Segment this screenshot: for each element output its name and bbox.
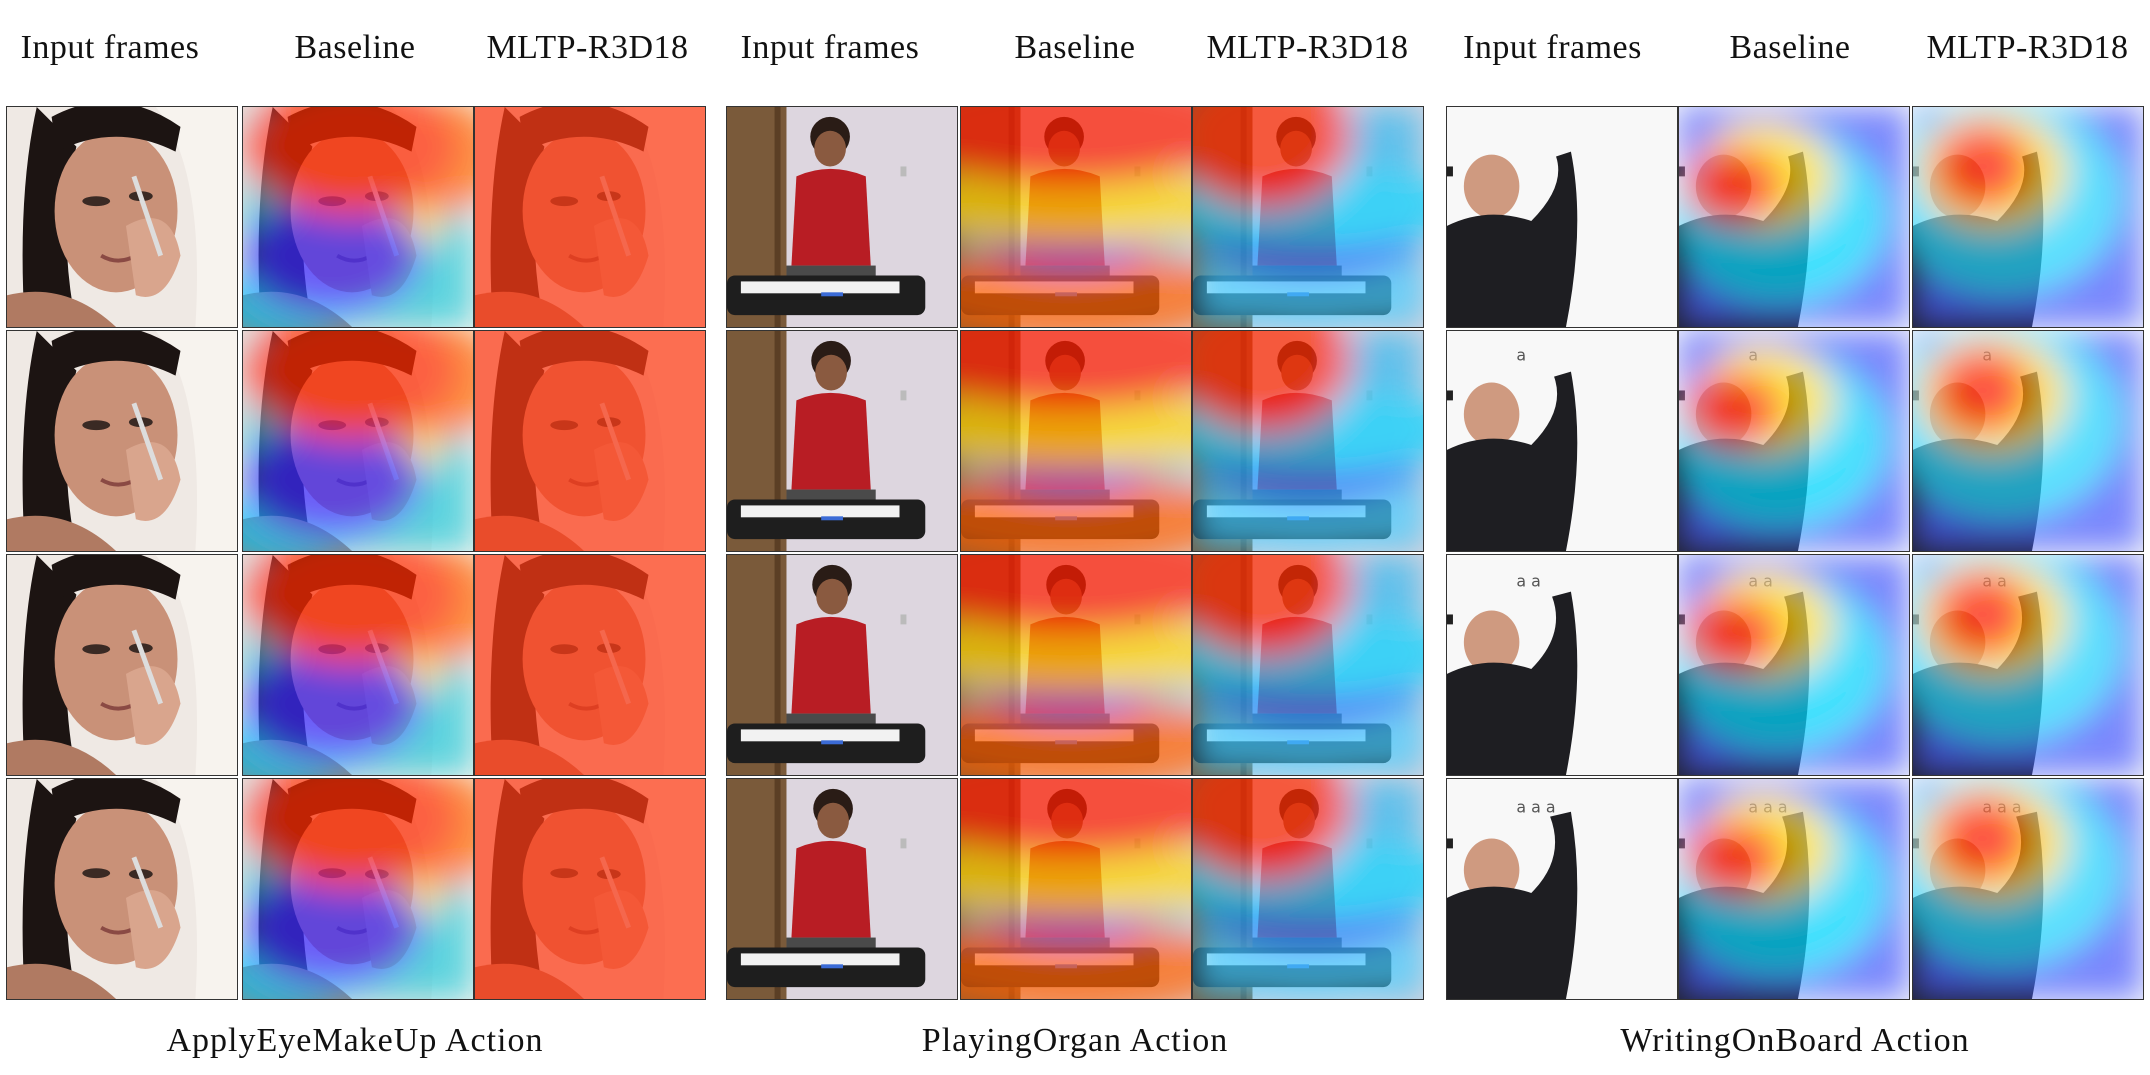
eye-mltp-frame-1 (474, 106, 706, 328)
input-frame-image (727, 107, 957, 327)
input-frame-image (727, 555, 957, 775)
input-frame-image (7, 555, 237, 775)
heatmap-overlay-image (1193, 779, 1423, 999)
input-frame-image (727, 331, 957, 551)
caption-apply-eye-makeup: ApplyEyeMakeUp Action (166, 1022, 544, 1059)
board-mltp-frame-2: a (1912, 330, 2144, 552)
organ-input-frame-1 (726, 106, 958, 328)
heatmap-overlay-image (1193, 107, 1423, 327)
eye-baseline-frame-3 (242, 554, 474, 776)
heatmap-overlay-image (475, 107, 705, 327)
input-frame-image (1447, 107, 1677, 327)
header-input-frames-1: Input frames (20, 29, 200, 66)
caption-writing-on-board: WritingOnBoard Action (1620, 1022, 1970, 1059)
board-mltp-frame-1 (1912, 106, 2144, 328)
input-frame-image (7, 331, 237, 551)
eye-baseline-frame-4 (242, 778, 474, 1000)
heatmap-overlay-image (243, 779, 473, 999)
input-frame-image (727, 779, 957, 999)
header-baseline-1: Baseline (294, 29, 416, 66)
heatmap-overlay-image (961, 779, 1191, 999)
board-input-frame-3: a a (1446, 554, 1678, 776)
organ-input-frame-2 (726, 330, 958, 552)
eye-input-frame-4 (6, 778, 238, 1000)
organ-mltp-frame-2 (1192, 330, 1424, 552)
header-baseline-3: Baseline (1729, 29, 1851, 66)
heatmap-overlay-image (475, 555, 705, 775)
eye-baseline-frame-2 (242, 330, 474, 552)
input-frame-image (7, 779, 237, 999)
input-frame-image: a a (1447, 555, 1677, 775)
organ-mltp-frame-4 (1192, 778, 1424, 1000)
input-frame-image (7, 107, 237, 327)
organ-baseline-frame-1 (960, 106, 1192, 328)
board-baseline-frame-4: a a a (1678, 778, 1910, 1000)
header-baseline-2: Baseline (1014, 29, 1136, 66)
caption-playing-organ: PlayingOrgan Action (921, 1022, 1229, 1059)
organ-baseline-frame-2 (960, 330, 1192, 552)
board-baseline-frame-2: a (1678, 330, 1910, 552)
heatmap-overlay-image: a a (1913, 555, 2143, 775)
board-input-frame-1 (1446, 106, 1678, 328)
heatmap-overlay-image (1193, 331, 1423, 551)
organ-input-frame-3 (726, 554, 958, 776)
board-baseline-frame-3: a a (1678, 554, 1910, 776)
column-headers: Input frames Baseline MLTP-R3D18 Input f… (0, 18, 2150, 78)
svg-text:a a: a a (1516, 572, 1540, 591)
heatmap-overlay-image (961, 555, 1191, 775)
board-mltp-frame-4: a a a (1912, 778, 2144, 1000)
heatmap-overlay-image (243, 107, 473, 327)
heatmap-overlay-image (1193, 555, 1423, 775)
board-input-frame-4: a a a (1446, 778, 1678, 1000)
board-baseline-frame-1 (1678, 106, 1910, 328)
eye-baseline-frame-1 (242, 106, 474, 328)
board-mltp-frame-3: a a (1912, 554, 2144, 776)
organ-baseline-frame-3 (960, 554, 1192, 776)
input-frame-image: a a a (1447, 779, 1677, 999)
heatmap-overlay-image: a (1679, 331, 1909, 551)
svg-text:a: a (1516, 346, 1526, 365)
organ-input-frame-4 (726, 778, 958, 1000)
heatmap-overlay-image (961, 107, 1191, 327)
header-mltp-2: MLTP-R3D18 (1206, 29, 1409, 66)
heatmap-overlay-image: a a (1679, 555, 1909, 775)
eye-mltp-frame-2 (474, 330, 706, 552)
eye-mltp-frame-4 (474, 778, 706, 1000)
heatmap-overlay-image (475, 779, 705, 999)
heatmap-overlay-image: a a a (1679, 779, 1909, 999)
header-input-frames-2: Input frames (740, 29, 920, 66)
heatmap-overlay-image (1679, 107, 1909, 327)
header-mltp-1: MLTP-R3D18 (486, 29, 689, 66)
heatmap-overlay-image: a a a (1913, 779, 2143, 999)
board-input-frame-2: a (1446, 330, 1678, 552)
header-input-frames-3: Input frames (1463, 29, 1642, 66)
heatmap-overlay-image: a (1913, 331, 2143, 551)
svg-text:a a a: a a a (1516, 798, 1555, 817)
heatmap-overlay-image (243, 555, 473, 775)
heatmap-overlay-image (1913, 107, 2143, 327)
organ-mltp-frame-3 (1192, 554, 1424, 776)
eye-input-frame-3 (6, 554, 238, 776)
eye-input-frame-2 (6, 330, 238, 552)
input-frame-image: a (1447, 331, 1677, 551)
heatmap-overlay-image (961, 331, 1191, 551)
eye-mltp-frame-3 (474, 554, 706, 776)
heatmap-overlay-image (475, 331, 705, 551)
header-mltp-3: MLTP-R3D18 (1926, 29, 2129, 66)
organ-baseline-frame-4 (960, 778, 1192, 1000)
heatmap-overlay-image (243, 331, 473, 551)
organ-mltp-frame-1 (1192, 106, 1424, 328)
eye-input-frame-1 (6, 106, 238, 328)
